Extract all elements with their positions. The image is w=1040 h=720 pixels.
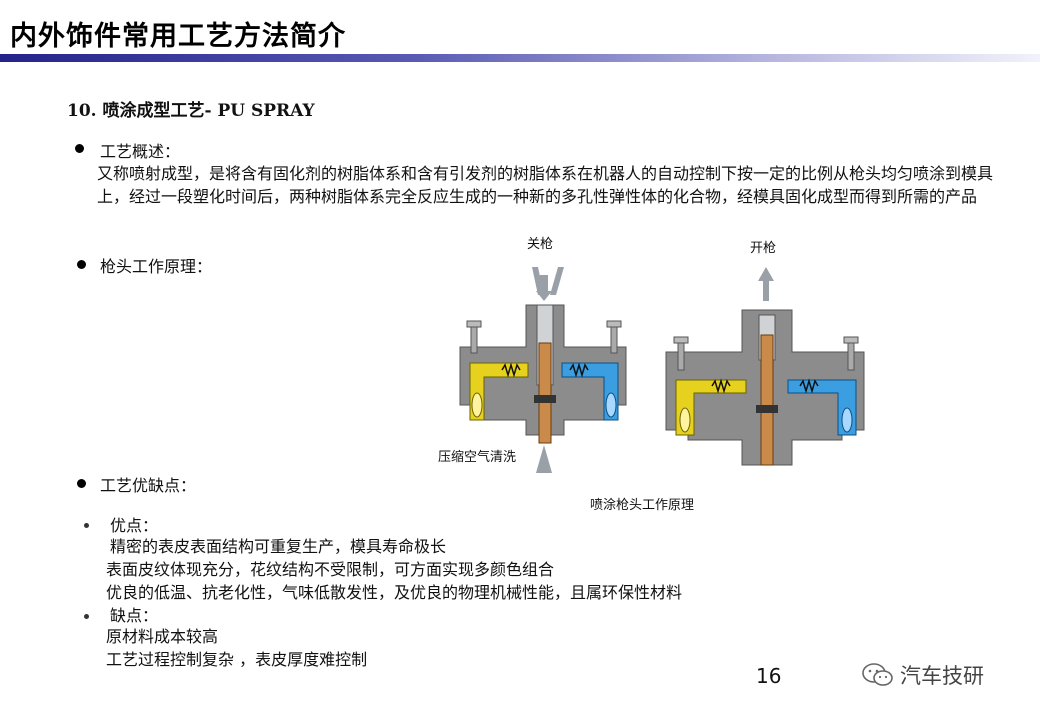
bullet-dot xyxy=(75,144,84,153)
page-number: 16 xyxy=(756,664,782,688)
overview-text: 又称喷射成型，是将含有固化剂的树脂体系和含有引发剂的树脂体系在机器人的自动控制下… xyxy=(97,164,994,206)
pros-label: 优点： xyxy=(110,516,159,535)
arrow-in-icon xyxy=(550,267,564,295)
pros-item: 精密的表皮表面结构可重复生产，模具寿命极长 xyxy=(110,537,447,556)
pros-item: 优良的低温、抗老化性，气味低散发性，及优良的物理机械性能，且属环保性材料 xyxy=(106,583,683,602)
air-clean-label: 压缩空气清洗 xyxy=(438,450,517,465)
cons-label: 缺点： xyxy=(110,606,159,625)
watermark: 汽车技研 xyxy=(900,664,984,688)
figure-caption: 喷涂枪头工作原理 xyxy=(590,498,695,513)
principle-label: 枪头工作原理： xyxy=(100,257,213,276)
cons-item: 工艺过程控制复杂 ，表皮厚度难控制 xyxy=(106,650,368,669)
bullet-dot xyxy=(77,260,86,269)
closed-gun-label: 关枪 xyxy=(527,237,554,252)
overview-label: 工艺概述： xyxy=(100,142,181,161)
pros-cons-label: 工艺优缺点： xyxy=(100,476,197,495)
spray-cone-icon xyxy=(536,445,552,473)
bullet-dot xyxy=(77,479,86,488)
pros-item: 表面皮纹体现充分，花纹结构不受限制，可方面实现多颜色组合 xyxy=(106,560,555,579)
bullet-dot-small xyxy=(84,614,89,619)
header-divider-bar xyxy=(0,54,1040,62)
open-gun-label: 开枪 xyxy=(750,241,777,256)
wechat-icon xyxy=(862,663,893,686)
closed-gun-illustration xyxy=(459,267,627,473)
arrow-down-icon xyxy=(536,275,552,301)
cons-item: 原材料成本较高 xyxy=(106,627,219,646)
open-gun-illustration xyxy=(665,267,865,466)
bullet-dot-small xyxy=(84,523,89,528)
section-title: 10. 喷涂成型工艺- PU SPRAY xyxy=(67,101,315,121)
spray-gun-diagram xyxy=(459,267,865,473)
page-title: 内外饰件常用工艺方法简介 xyxy=(10,21,346,52)
arrow-up-icon xyxy=(758,267,774,301)
